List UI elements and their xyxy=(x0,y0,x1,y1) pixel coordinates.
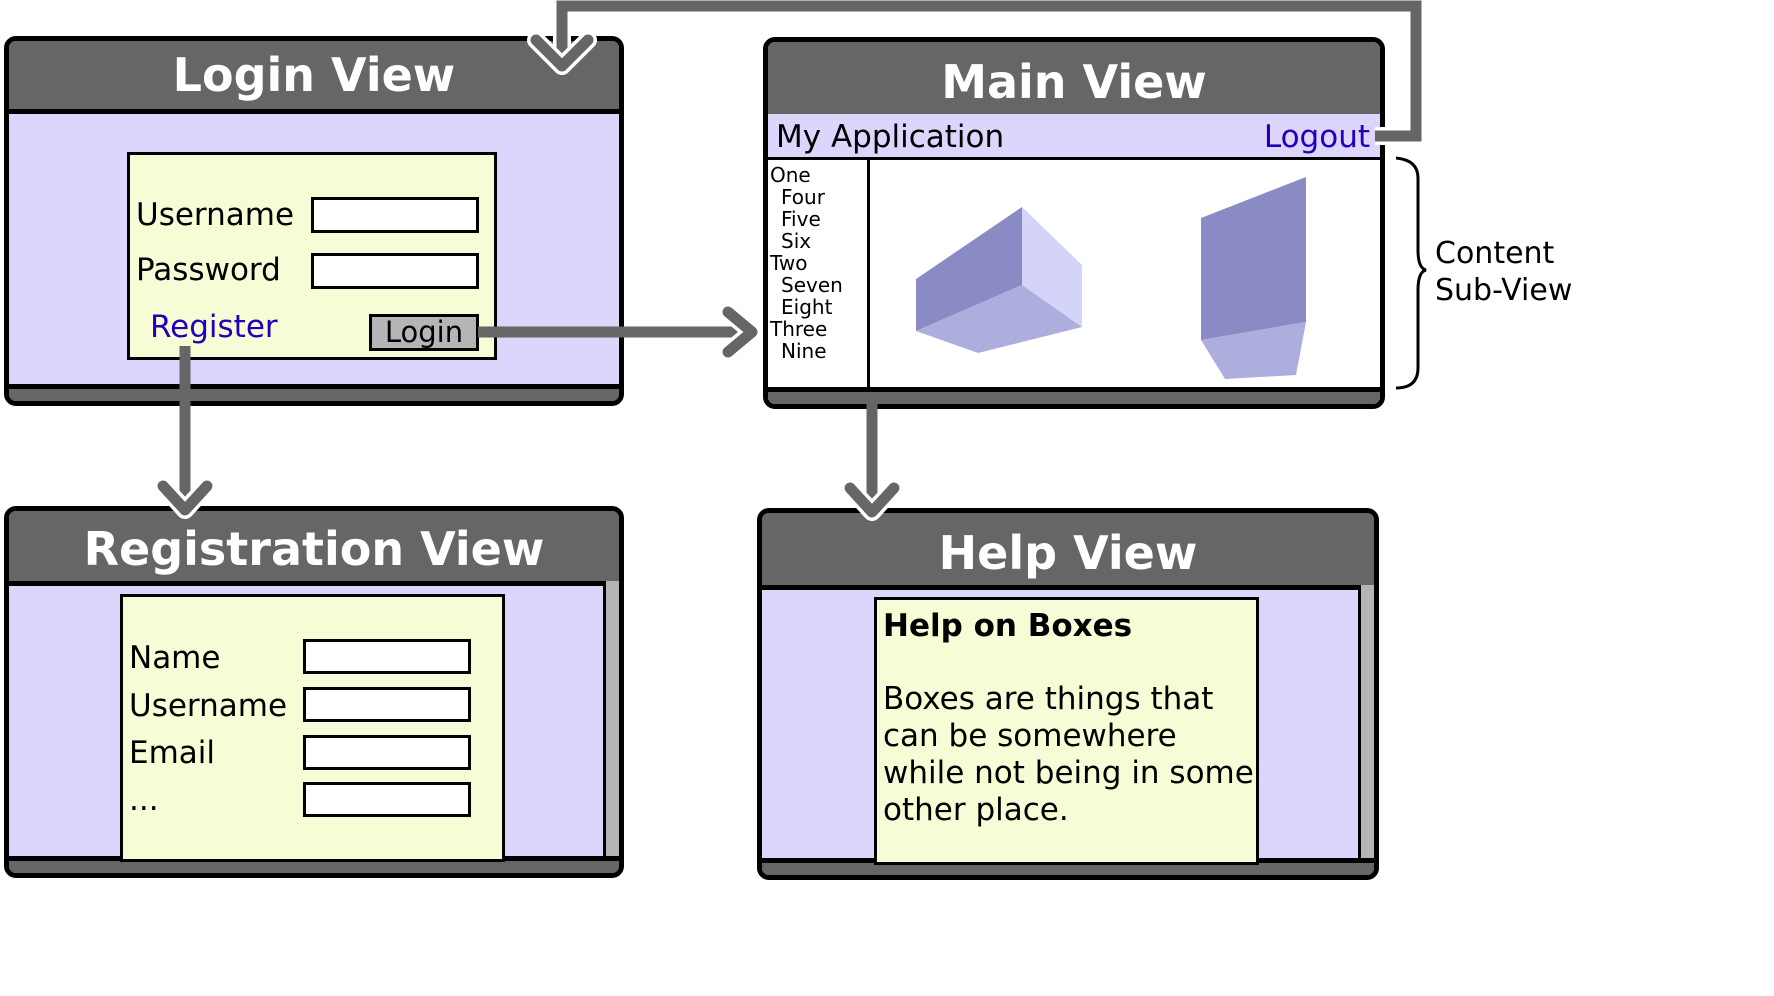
tree-item-one[interactable]: One xyxy=(770,163,811,187)
password-field[interactable] xyxy=(311,253,479,289)
help-view-titlebar: Help View xyxy=(762,513,1374,590)
name-field[interactable] xyxy=(303,639,471,674)
tree-item-three[interactable]: Three xyxy=(770,317,828,341)
register-link[interactable]: Register xyxy=(150,309,278,345)
box-3d-shape-2 xyxy=(1201,177,1306,379)
login-view-titlebar: Login View xyxy=(9,41,619,114)
main-view-bottombar xyxy=(768,387,1380,404)
registration-scrollbar[interactable] xyxy=(603,581,619,861)
email-field[interactable] xyxy=(303,735,471,770)
register-to-registration-arrow xyxy=(154,346,216,519)
box-1-left-face xyxy=(916,207,1022,331)
more-fields-label: ... xyxy=(129,782,159,818)
help-body-line-3: while not being in some xyxy=(883,755,1254,791)
content-brace xyxy=(1395,156,1427,390)
login-view-title: Login View xyxy=(172,48,456,102)
password-label: Password xyxy=(136,252,281,288)
login-view-bottombar xyxy=(9,384,619,401)
box-2-bottom-face xyxy=(1201,322,1306,379)
content-annotation-line1: Content xyxy=(1435,236,1555,271)
name-label: Name xyxy=(129,640,221,676)
content-annotation-line2: Sub-View xyxy=(1435,273,1573,308)
login-to-main-arrow xyxy=(478,303,761,361)
help-body-line-2: can be somewhere xyxy=(883,718,1177,754)
logout-link[interactable]: Logout xyxy=(1263,119,1370,155)
app-name: My Application xyxy=(776,119,1005,155)
help-heading: Help on Boxes xyxy=(883,608,1133,644)
tree-item-seven[interactable]: Seven xyxy=(781,273,843,297)
email-label: Email xyxy=(129,735,216,771)
tree-item-nine[interactable]: Nine xyxy=(781,339,827,363)
help-body-line-4: other place. xyxy=(883,792,1069,828)
more-field[interactable] xyxy=(303,782,471,817)
logout-to-login-arrow xyxy=(527,0,1425,145)
help-view-title: Help View xyxy=(938,526,1198,580)
app-header-bar: My Application Logout xyxy=(768,114,1380,160)
tree-item-five[interactable]: Five xyxy=(781,207,821,231)
tree-item-six[interactable]: Six xyxy=(781,229,812,253)
main-to-help-arrow xyxy=(841,404,903,521)
registration-view-title: Registration View xyxy=(83,522,545,576)
registration-view-titlebar: Registration View xyxy=(9,511,619,586)
main-view-title: Main View xyxy=(941,55,1207,109)
box-2-front-face xyxy=(1201,177,1306,340)
box-1-bottom-face xyxy=(916,285,1082,353)
help-content-panel xyxy=(874,597,1259,865)
username-field[interactable] xyxy=(311,197,479,233)
tree-divider xyxy=(867,160,870,392)
box-3d-shape-1 xyxy=(916,207,1082,353)
reg-username-label: Username xyxy=(129,688,288,724)
username-label: Username xyxy=(136,197,295,233)
help-body-line-1: Boxes are things that xyxy=(883,681,1214,717)
login-view-window: Login View xyxy=(4,36,624,406)
tree-item-eight[interactable]: Eight xyxy=(781,295,833,319)
box-1-right-face xyxy=(1022,207,1082,327)
login-button-label: Login xyxy=(384,315,464,349)
reg-username-field[interactable] xyxy=(303,687,471,722)
login-button[interactable]: Login xyxy=(369,314,479,351)
registration-form-panel xyxy=(120,594,505,862)
tree-item-four[interactable]: Four xyxy=(781,185,825,209)
help-scrollbar[interactable] xyxy=(1358,585,1374,863)
tree-item-two[interactable]: Two xyxy=(770,251,808,275)
